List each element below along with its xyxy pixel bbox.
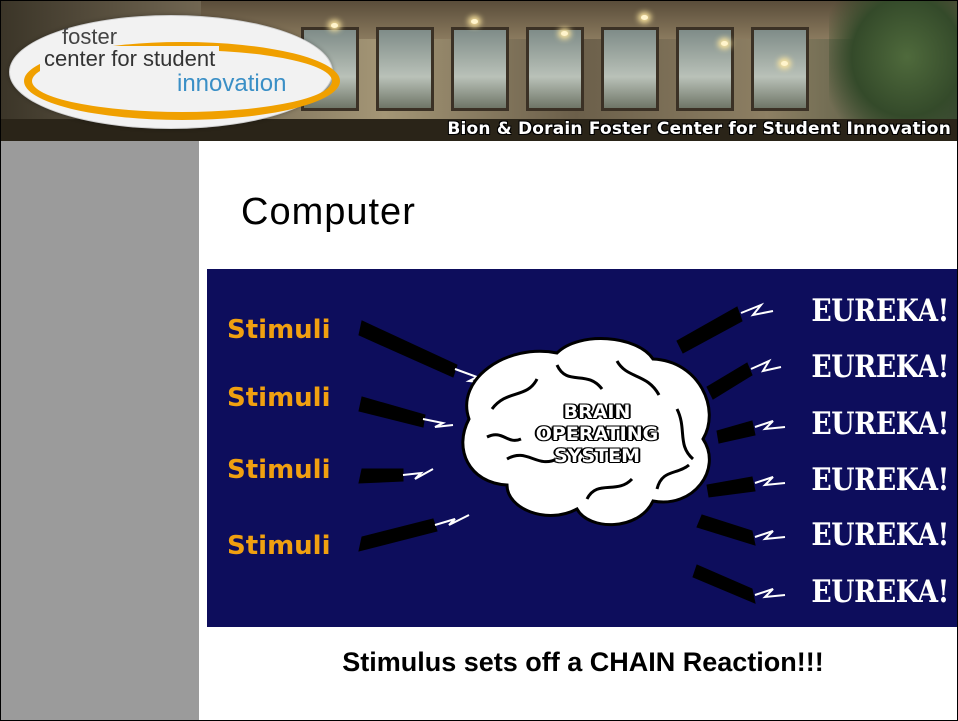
arm-shape [676, 306, 743, 354]
banner-strip [1, 119, 957, 141]
stimuli-label: Stimuli [227, 531, 331, 561]
logo-line-foster: foster [62, 24, 118, 49]
brain-label-line: OPERATING [535, 423, 659, 445]
ceiling-light [331, 23, 338, 28]
eureka-label: EUREKA! [811, 517, 949, 553]
hand-shape [402, 468, 434, 480]
slide-caption: Stimulus sets off a CHAIN Reaction!!! [342, 647, 824, 677]
banner-window [376, 27, 434, 111]
banner-tree [829, 1, 957, 141]
hand-shape [754, 476, 786, 487]
hand-shape [434, 514, 470, 526]
ceiling-light [641, 15, 648, 20]
ceiling-light [561, 31, 568, 36]
hand-shape [754, 530, 786, 541]
banner-window [751, 27, 809, 111]
arm-shape [706, 476, 756, 498]
brain-icon [461, 337, 711, 527]
brain-label-line: BRAIN [563, 401, 631, 423]
slide-title: Computer [241, 191, 416, 233]
stimuli-label: Stimuli [227, 455, 331, 485]
brain-diagram-arms [358, 302, 786, 604]
arm-shape [358, 468, 404, 484]
ceiling-light [471, 19, 478, 24]
hand-shape [422, 418, 454, 428]
eureka-label: EUREKA! [811, 406, 949, 442]
hand-shape [754, 588, 786, 599]
arm-shape [696, 514, 756, 546]
banner-window [451, 27, 509, 111]
ceiling-light [721, 41, 728, 46]
hand-shape [754, 420, 786, 431]
brain-label: BRAIN OPERATING SYSTEM [527, 401, 667, 467]
eureka-label: EUREKA! [811, 574, 949, 610]
hand-shape [740, 302, 774, 317]
arm-shape [716, 420, 756, 444]
brain-diagram-image: Stimuli Stimuli Stimuli Stimuli BRAIN OP… [207, 269, 957, 627]
eureka-label: EUREKA! [811, 349, 949, 385]
logo-line-innovation: innovation [174, 70, 290, 98]
stimuli-label: Stimuli [227, 315, 331, 345]
arm-shape [358, 320, 458, 378]
arm-shape [706, 362, 753, 400]
arm-shape [358, 396, 426, 428]
stimuli-label: Stimuli [227, 383, 331, 413]
banner-window [526, 27, 584, 111]
foster-logo[interactable]: foster center for student innovation [9, 15, 340, 129]
banner-window [601, 27, 659, 111]
hand-shape [750, 358, 782, 373]
eureka-label: EUREKA! [811, 293, 949, 329]
arm-shape [692, 564, 756, 604]
brain-label-line: SYSTEM [554, 445, 640, 467]
banner-window [676, 27, 734, 111]
logo-line-center: center for student [40, 46, 220, 72]
banner-title: Bion & Dorain Foster Center for Student … [447, 119, 951, 139]
eureka-label: EUREKA! [811, 462, 949, 498]
arm-shape [358, 518, 438, 552]
ceiling-light [781, 61, 788, 66]
